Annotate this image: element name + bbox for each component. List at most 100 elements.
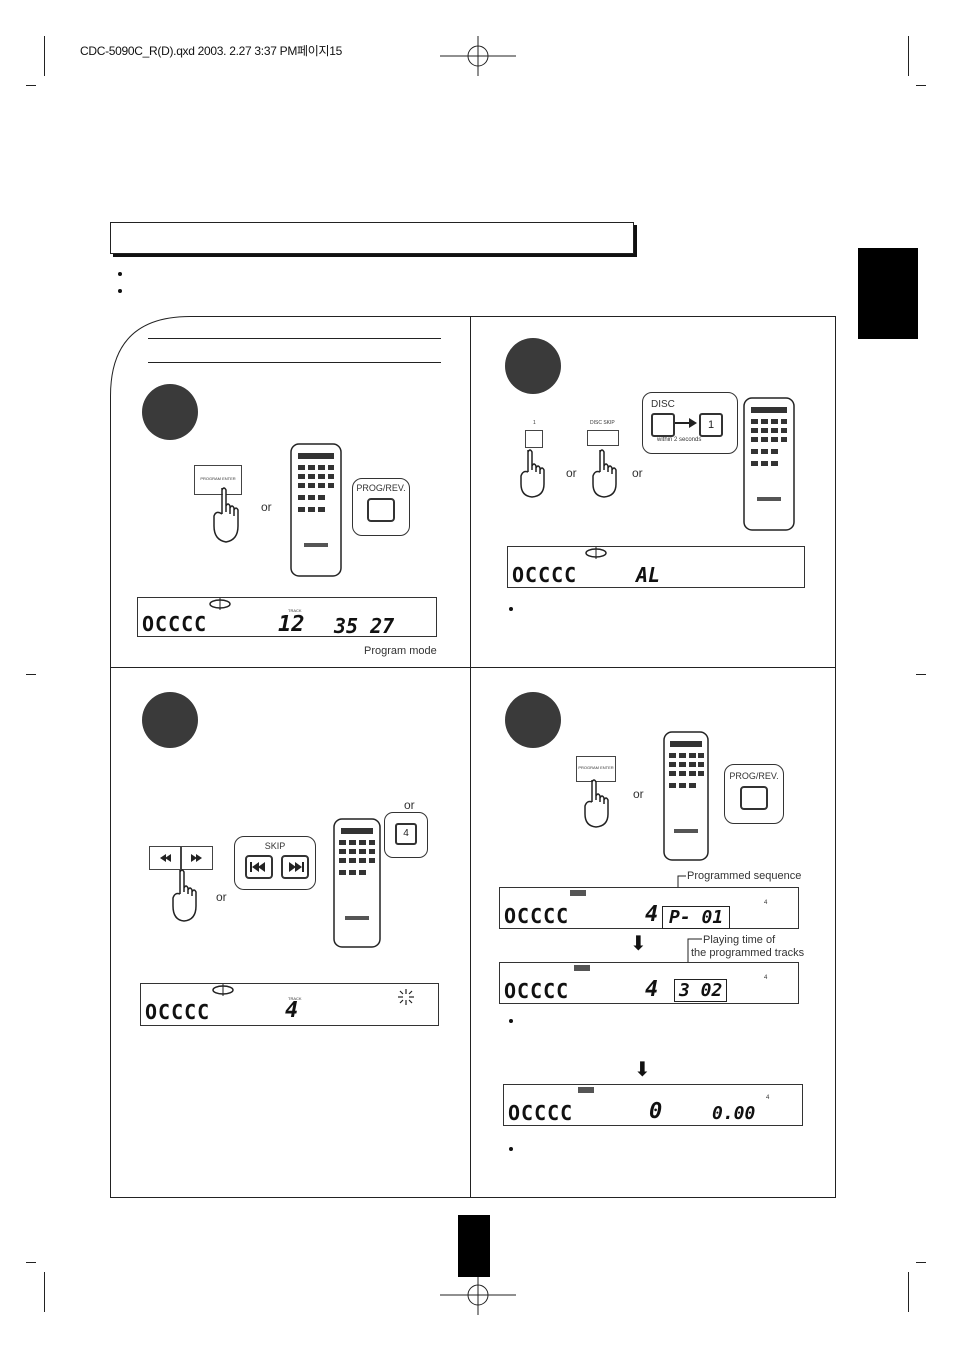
chapter-tab	[858, 248, 918, 339]
down-arrow-icon: ⬇	[634, 1059, 651, 1081]
skip-callout: SKIP	[234, 836, 316, 890]
number-key-4[interactable]: 4	[395, 823, 417, 845]
step-marker	[505, 338, 561, 394]
or-text: or	[216, 890, 227, 904]
disc-callout: DISC 1 within 2 seconds	[642, 392, 738, 454]
step-marker	[142, 384, 198, 440]
lcd-display-4b: OCCCC 4 3 02 4	[499, 962, 799, 1004]
program-enter-label: PROGRAM ENTER	[578, 765, 614, 770]
prev-key[interactable]	[149, 846, 181, 870]
lcd-time: 35 27	[334, 614, 395, 638]
lcd-display-3: OCCCC TRACK 4	[140, 983, 439, 1026]
remote-control-icon	[663, 731, 709, 861]
note-bullet	[509, 1147, 513, 1151]
lcd-playing-time: 3 02	[674, 979, 728, 1002]
page-number-tab	[458, 1215, 490, 1277]
registration-mark-top	[440, 36, 516, 76]
skip-forward-icon	[191, 854, 202, 862]
or-text: or	[633, 787, 644, 801]
program-enter-button[interactable]: PROGRAM ENTER	[194, 465, 242, 495]
lcd-track-indicator: 4	[764, 975, 768, 981]
lcd-disc-indicators: OCCCC	[512, 563, 578, 587]
lcd-track-number: 4	[645, 902, 659, 927]
prog-rev-callout: PROG/REV.	[352, 478, 410, 536]
program-enter-label: PROGRAM ENTER	[200, 476, 236, 481]
lcd-playing-time: 0.00	[712, 1103, 756, 1124]
prog-rev-label: PROG/REV.	[729, 771, 779, 781]
remote-control-icon	[743, 397, 795, 531]
remote-control-icon	[290, 443, 342, 577]
step-marker	[505, 692, 561, 748]
lcd-disc-indicators: OCCCC	[508, 1101, 574, 1125]
program-mode-caption: Program mode	[364, 645, 437, 657]
hand-press-icon	[172, 869, 197, 922]
hand-press-icon	[213, 487, 239, 543]
or-text: or	[566, 466, 577, 480]
hand-press-icon	[592, 449, 617, 498]
key-1-label: 1	[533, 420, 536, 426]
lcd-disc-indicators: OCCCC	[504, 979, 570, 1003]
disc-skip-label: DISC SKIP	[590, 420, 615, 426]
section-title-box	[110, 222, 634, 254]
lcd-track-label: TRACK	[288, 996, 302, 1001]
program-enter-button[interactable]: PROGRAM ENTER	[576, 756, 616, 782]
disc-skip-button[interactable]	[587, 430, 619, 446]
prog-rev-callout: PROG/REV.	[724, 764, 784, 824]
disc-indicator-icon	[585, 547, 607, 559]
hand-press-icon	[520, 449, 545, 498]
disc-button[interactable]	[651, 413, 675, 437]
right-arrow-icon	[675, 418, 697, 428]
crop-mark	[44, 36, 45, 76]
intro-bullet	[118, 289, 122, 293]
number-key-1[interactable]	[525, 430, 543, 448]
note-bullet	[509, 607, 513, 611]
next-key[interactable]	[181, 846, 213, 870]
prog-rev-label: PROG/REV.	[356, 483, 406, 493]
registration-mark-bottom	[440, 1275, 516, 1315]
lcd-display-1: OCCCC TRACK 12 35 27	[137, 597, 437, 638]
panels-frame	[110, 316, 836, 1198]
within-2-seconds-label: within 2 seconds	[657, 437, 702, 443]
prog-indicator	[570, 890, 586, 896]
disc-indicator-icon	[212, 984, 234, 996]
remote-control-icon	[333, 818, 381, 948]
playing-time-annotation-line1: Playing time of	[703, 934, 776, 946]
crop-mark	[26, 85, 36, 86]
skip-back-button[interactable]	[245, 855, 273, 879]
prog-indicator	[574, 965, 590, 971]
lcd-disc-indicators: OCCCC	[504, 904, 570, 928]
lcd-display-2: OCCCC AL	[507, 546, 805, 588]
crop-mark	[916, 674, 926, 675]
skip-back-icon	[160, 854, 171, 862]
skip-forward-icon	[289, 862, 304, 872]
skip-label: SKIP	[264, 841, 286, 851]
lcd-disc-indicators: OCCCC	[145, 1000, 211, 1024]
disc-number-key[interactable]: 1	[699, 413, 723, 437]
skip-forward-button[interactable]	[281, 855, 309, 879]
lcd-track-label: TRACK	[288, 608, 302, 613]
hand-press-icon	[584, 779, 609, 828]
lcd-track-number: 4	[285, 998, 299, 1023]
crop-mark	[908, 1272, 909, 1312]
down-arrow-icon: ⬇	[630, 933, 647, 955]
playing-time-annotation-line2: the programmed tracks	[691, 947, 805, 959]
lcd-track-number: 0	[649, 1099, 663, 1124]
crop-mark	[26, 674, 36, 675]
lcd-track-indicator: 4	[764, 900, 768, 906]
lcd-all-text: AL	[636, 563, 661, 587]
prog-rev-button[interactable]	[367, 498, 395, 522]
lcd-program-sequence: P- 01	[662, 906, 731, 929]
note-bullet	[509, 1019, 513, 1023]
or-text: or	[261, 500, 272, 514]
crop-mark	[916, 85, 926, 86]
disc-indicator-icon	[209, 598, 231, 610]
prog-rev-button[interactable]	[740, 786, 768, 810]
disc-callout-label: DISC	[651, 399, 675, 410]
crop-mark	[908, 36, 909, 76]
or-text: or	[632, 466, 643, 480]
lcd-track-number: 12	[278, 612, 305, 637]
lcd-display-4c: OCCCC 0 0.00 4	[503, 1084, 803, 1126]
lcd-track-number: 4	[645, 977, 659, 1002]
lcd-display-4a: OCCCC 4 P- 01 4	[499, 887, 799, 929]
crop-mark	[26, 1262, 36, 1263]
